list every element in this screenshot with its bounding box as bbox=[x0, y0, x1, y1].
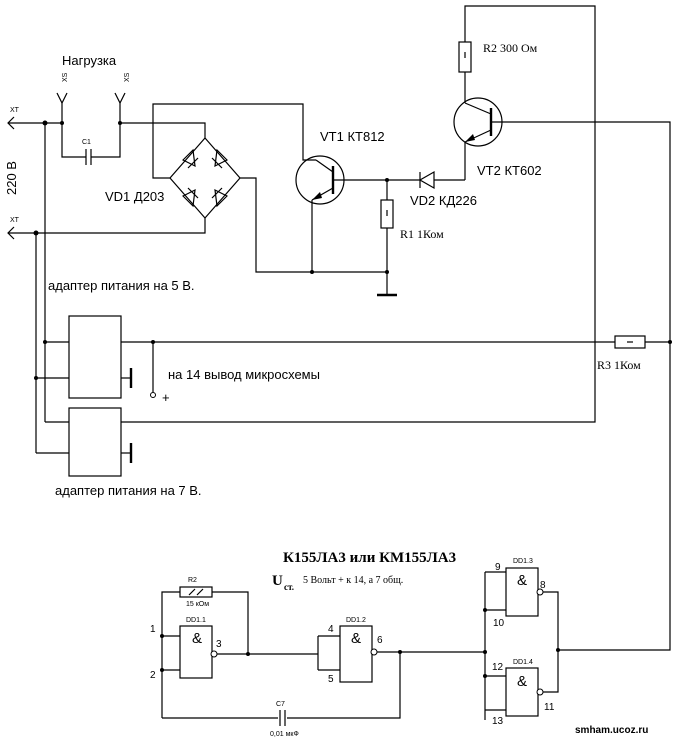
load-socket-right bbox=[114, 92, 126, 123]
xs-right-label: ХS bbox=[124, 72, 131, 82]
r2-logic-value: 15 кОм bbox=[186, 601, 209, 608]
load-socket-left bbox=[56, 92, 68, 123]
pin14-label: на 14 вывод микросхемы bbox=[168, 367, 320, 382]
diode-bridge-vd1 bbox=[169, 137, 241, 219]
pin-2: 2 bbox=[150, 670, 156, 681]
xs-left-label: ХS bbox=[62, 72, 69, 82]
pin-4: 4 bbox=[328, 624, 334, 635]
u-main: U bbox=[272, 573, 283, 589]
gate-dd1-1-name: DD1.1 bbox=[186, 617, 206, 624]
gate-dd1-4-symbol: & bbox=[517, 673, 527, 690]
xt-bottom-label: ХТ bbox=[10, 217, 20, 224]
gate-dd1-3-symbol: & bbox=[517, 572, 527, 589]
r2-label: R2 300 Ом bbox=[483, 41, 538, 55]
xt-top-label: ХТ bbox=[10, 107, 20, 114]
gate-dd1-1-symbol: & bbox=[192, 630, 202, 647]
adapter-7v-label: адаптер питания на 7 В. bbox=[55, 483, 202, 498]
c7-name: C7 bbox=[276, 701, 285, 708]
adapter-5v-box bbox=[68, 315, 122, 399]
gate-dd1-3-name: DD1.3 bbox=[513, 558, 533, 565]
pin-5: 5 bbox=[328, 674, 334, 685]
gate-dd1-2 bbox=[339, 625, 378, 683]
r3-label: R3 1Ком bbox=[597, 358, 641, 372]
pin-13: 13 bbox=[492, 716, 504, 727]
transistor-vt2 bbox=[453, 97, 515, 147]
diode-vd2 bbox=[418, 170, 435, 190]
resistor-r3 bbox=[614, 335, 646, 349]
resistor-r2 bbox=[458, 41, 472, 73]
watermark: smham.ucoz.ru bbox=[575, 725, 648, 736]
pin-8: 8 bbox=[540, 580, 546, 591]
pin-1: 1 bbox=[150, 624, 156, 635]
gate-dd1-4-name: DD1.4 bbox=[513, 659, 533, 666]
vt1-label: VT1 КТ812 bbox=[320, 129, 385, 144]
pin-9: 9 bbox=[495, 562, 501, 573]
supply-note: 5 Вольт + к 14, а 7 общ. bbox=[303, 575, 403, 586]
capacitor-c1 bbox=[61, 123, 121, 165]
xt-top-connector bbox=[7, 116, 45, 130]
transistor-vt1 bbox=[295, 155, 387, 205]
adapter-5v-label: адаптер питания на 5 В. bbox=[48, 278, 195, 293]
pin-6: 6 bbox=[377, 635, 383, 646]
c1-label: C1 bbox=[82, 139, 91, 146]
pin-11: 11 bbox=[544, 702, 555, 713]
mains-voltage-label: 220 В bbox=[4, 161, 19, 195]
pin-3: 3 bbox=[216, 639, 222, 650]
capacitor-c7 bbox=[279, 710, 286, 726]
r2-logic-name: R2 bbox=[188, 577, 197, 584]
u-sub: ст. bbox=[284, 582, 294, 592]
r1-label: R1 1Ком bbox=[400, 227, 444, 241]
plus-label: + bbox=[162, 390, 170, 405]
c7-value: 0,01 мкФ bbox=[270, 731, 299, 738]
resistor-r2-logic bbox=[179, 586, 213, 598]
load-label: Нагрузка bbox=[62, 53, 117, 68]
gate-dd1-2-name: DD1.2 bbox=[346, 617, 366, 624]
logic-title: К155ЛА3 или КМ155ЛА3 bbox=[283, 550, 456, 566]
vt2-label: VT2 КТ602 bbox=[477, 163, 542, 178]
vd2-label: VD2 КД226 bbox=[410, 193, 477, 208]
pin-12: 12 bbox=[492, 662, 504, 673]
pin-10: 10 bbox=[493, 618, 505, 629]
gate-dd1-1 bbox=[179, 625, 218, 679]
adapter-7v-box bbox=[68, 407, 122, 477]
vd1-label: VD1 Д203 bbox=[105, 189, 164, 204]
resistor-r1 bbox=[380, 199, 394, 229]
gate-dd1-2-symbol: & bbox=[351, 630, 361, 647]
xt-bottom-connector bbox=[7, 226, 36, 240]
